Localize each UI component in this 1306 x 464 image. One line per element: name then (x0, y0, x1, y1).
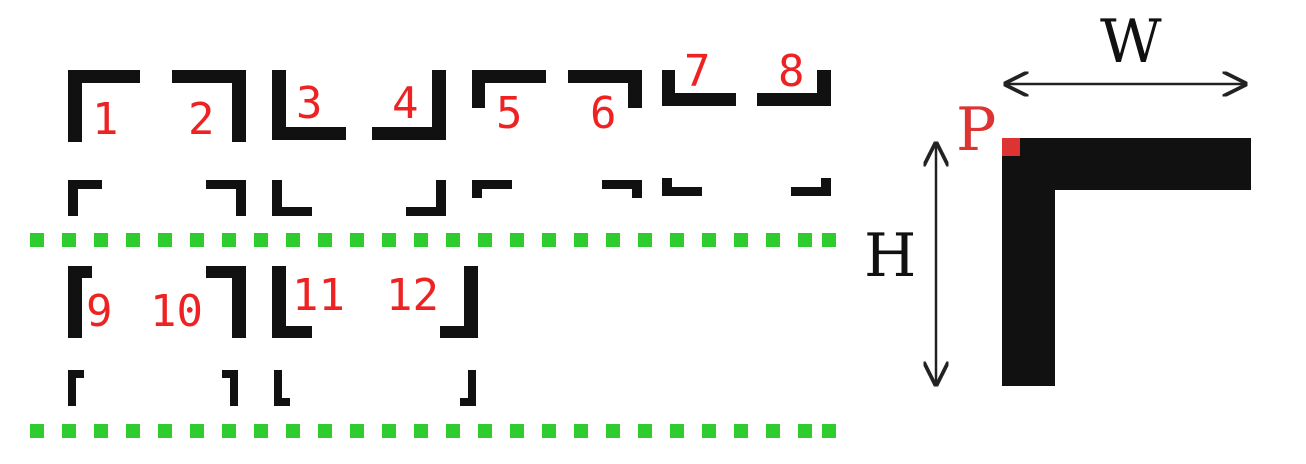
corner-label-2: 2 (188, 94, 215, 145)
small-corner-glyph-6 (602, 180, 642, 198)
corner-label-6: 6 (590, 88, 617, 139)
corner-label-12: 12 (386, 270, 439, 321)
small-corner-glyph-1 (68, 180, 102, 216)
corner-glyph-5 (472, 70, 546, 108)
corner-glyph-2 (172, 70, 246, 142)
corner-label-1: 1 (92, 94, 119, 145)
small-corner-glyph-2 (206, 180, 246, 216)
separator-line-1 (30, 233, 836, 247)
corner-label-3: 3 (296, 78, 323, 129)
corner-label-9: 9 (86, 286, 113, 337)
corner-labels-row-1: 1 2 3 4 5 6 7 8 (92, 46, 805, 145)
detail-corner-shape (1002, 138, 1251, 386)
small-corner-glyph-8 (791, 178, 831, 196)
small-corner-glyph-9 (68, 370, 84, 406)
corner-glyph-7 (662, 70, 736, 106)
corner-label-5: 5 (496, 88, 523, 139)
small-corner-glyph-12 (460, 370, 476, 406)
height-label: H (864, 221, 916, 291)
point-label: P (956, 95, 996, 165)
corner-glyph-6 (568, 70, 642, 108)
corner-label-7: 7 (684, 46, 711, 97)
small-corner-glyph-11 (274, 370, 290, 406)
corner-label-11: 11 (292, 270, 345, 321)
small-corner-glyph-3 (272, 180, 312, 216)
small-corner-glyph-5 (472, 180, 512, 198)
corner-detail: W H P (864, 7, 1251, 386)
corner-labels-row-2: 9 10 11 12 (86, 270, 439, 337)
large-corners-row-1 (68, 70, 831, 142)
corner-glyph-12 (440, 266, 478, 338)
width-label: W (1100, 7, 1162, 77)
small-corners-row-1 (68, 178, 831, 216)
corner-glyph-1 (68, 70, 140, 142)
small-corners-row-2 (68, 370, 476, 406)
large-corners-row-2 (68, 266, 478, 338)
anchor-point-marker (1002, 138, 1020, 156)
corner-label-4: 4 (392, 78, 419, 129)
corner-label-8: 8 (778, 46, 805, 97)
corner-glyph-4 (372, 70, 446, 140)
corner-glyph-10 (206, 266, 246, 338)
small-corner-glyph-10 (222, 370, 238, 406)
separator-line-2 (30, 424, 836, 438)
small-corner-glyph-7 (662, 178, 702, 196)
small-corner-glyph-4 (406, 180, 446, 216)
corner-glyph-3 (272, 70, 346, 140)
corner-label-10: 10 (150, 286, 203, 337)
corner-glyph-11 (272, 266, 312, 338)
corner-glyph-9 (68, 266, 92, 338)
corner-glyph-8 (757, 70, 831, 106)
